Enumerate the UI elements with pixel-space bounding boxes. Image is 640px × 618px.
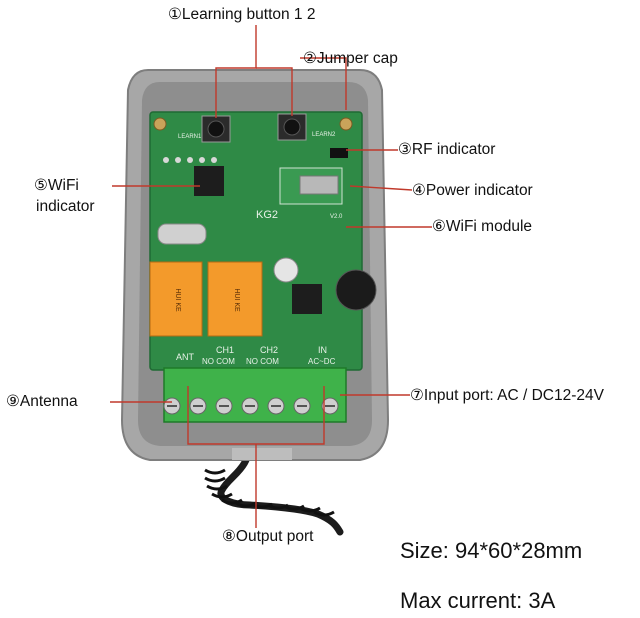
callout-power-indicator: ④Power indicator	[412, 182, 533, 199]
capacitor-large	[335, 269, 377, 311]
learn-button-1	[201, 115, 231, 143]
relay-2: HUI KE	[207, 261, 263, 337]
callout-wifi-module: ⑥WiFi module	[432, 218, 533, 235]
svg-text:HUI KE: HUI KE	[174, 288, 181, 312]
callout-learning-buttons: ①Learning button 1 2	[168, 6, 316, 23]
silk-version: V2.0	[330, 214, 343, 220]
silk-nocom-1: NO COM	[202, 357, 235, 366]
relay-1: HUI KE	[149, 261, 203, 337]
silk-ch1: CH1	[216, 345, 234, 355]
silk-acdc: AC~DC	[308, 357, 336, 366]
svg-text:HUI KE: HUI KE	[233, 288, 240, 312]
callout-wifi-indicator-line1: ⑤WiFi	[34, 177, 79, 194]
callout-jumper-cap: ②Jumper cap	[303, 50, 398, 67]
silk-in: IN	[318, 345, 327, 355]
coiled-cable	[204, 468, 335, 517]
silk-nocom-2: NO COM	[246, 357, 279, 366]
learn-button-2	[277, 113, 307, 141]
callout-antenna: ⑨Antenna	[6, 393, 78, 410]
silk-learn1: LEARN1	[178, 134, 202, 140]
silk-learn2: LEARN2	[312, 132, 336, 138]
silk-model: KG2	[256, 209, 278, 221]
callout-output-port: ⑧Output port	[222, 528, 314, 545]
jumper-cap-part	[330, 148, 348, 158]
callout-wifi-indicator-line2: indicator	[36, 198, 95, 215]
silk-ch2: CH2	[260, 345, 278, 355]
spec-size: Size: 94*60*28mm	[400, 538, 583, 563]
callout-leaders	[110, 25, 432, 528]
callout-rf-indicator: ③RF indicator	[398, 141, 496, 158]
terminal-block	[163, 367, 347, 423]
callout-input-port: ⑦Input port: AC / DC12-24V	[410, 387, 604, 404]
capacitor-small	[273, 257, 299, 283]
silk-ant: ANT	[176, 352, 195, 362]
spec-max-current: Max current: 3A	[400, 588, 556, 613]
mcu-chip	[194, 166, 224, 196]
